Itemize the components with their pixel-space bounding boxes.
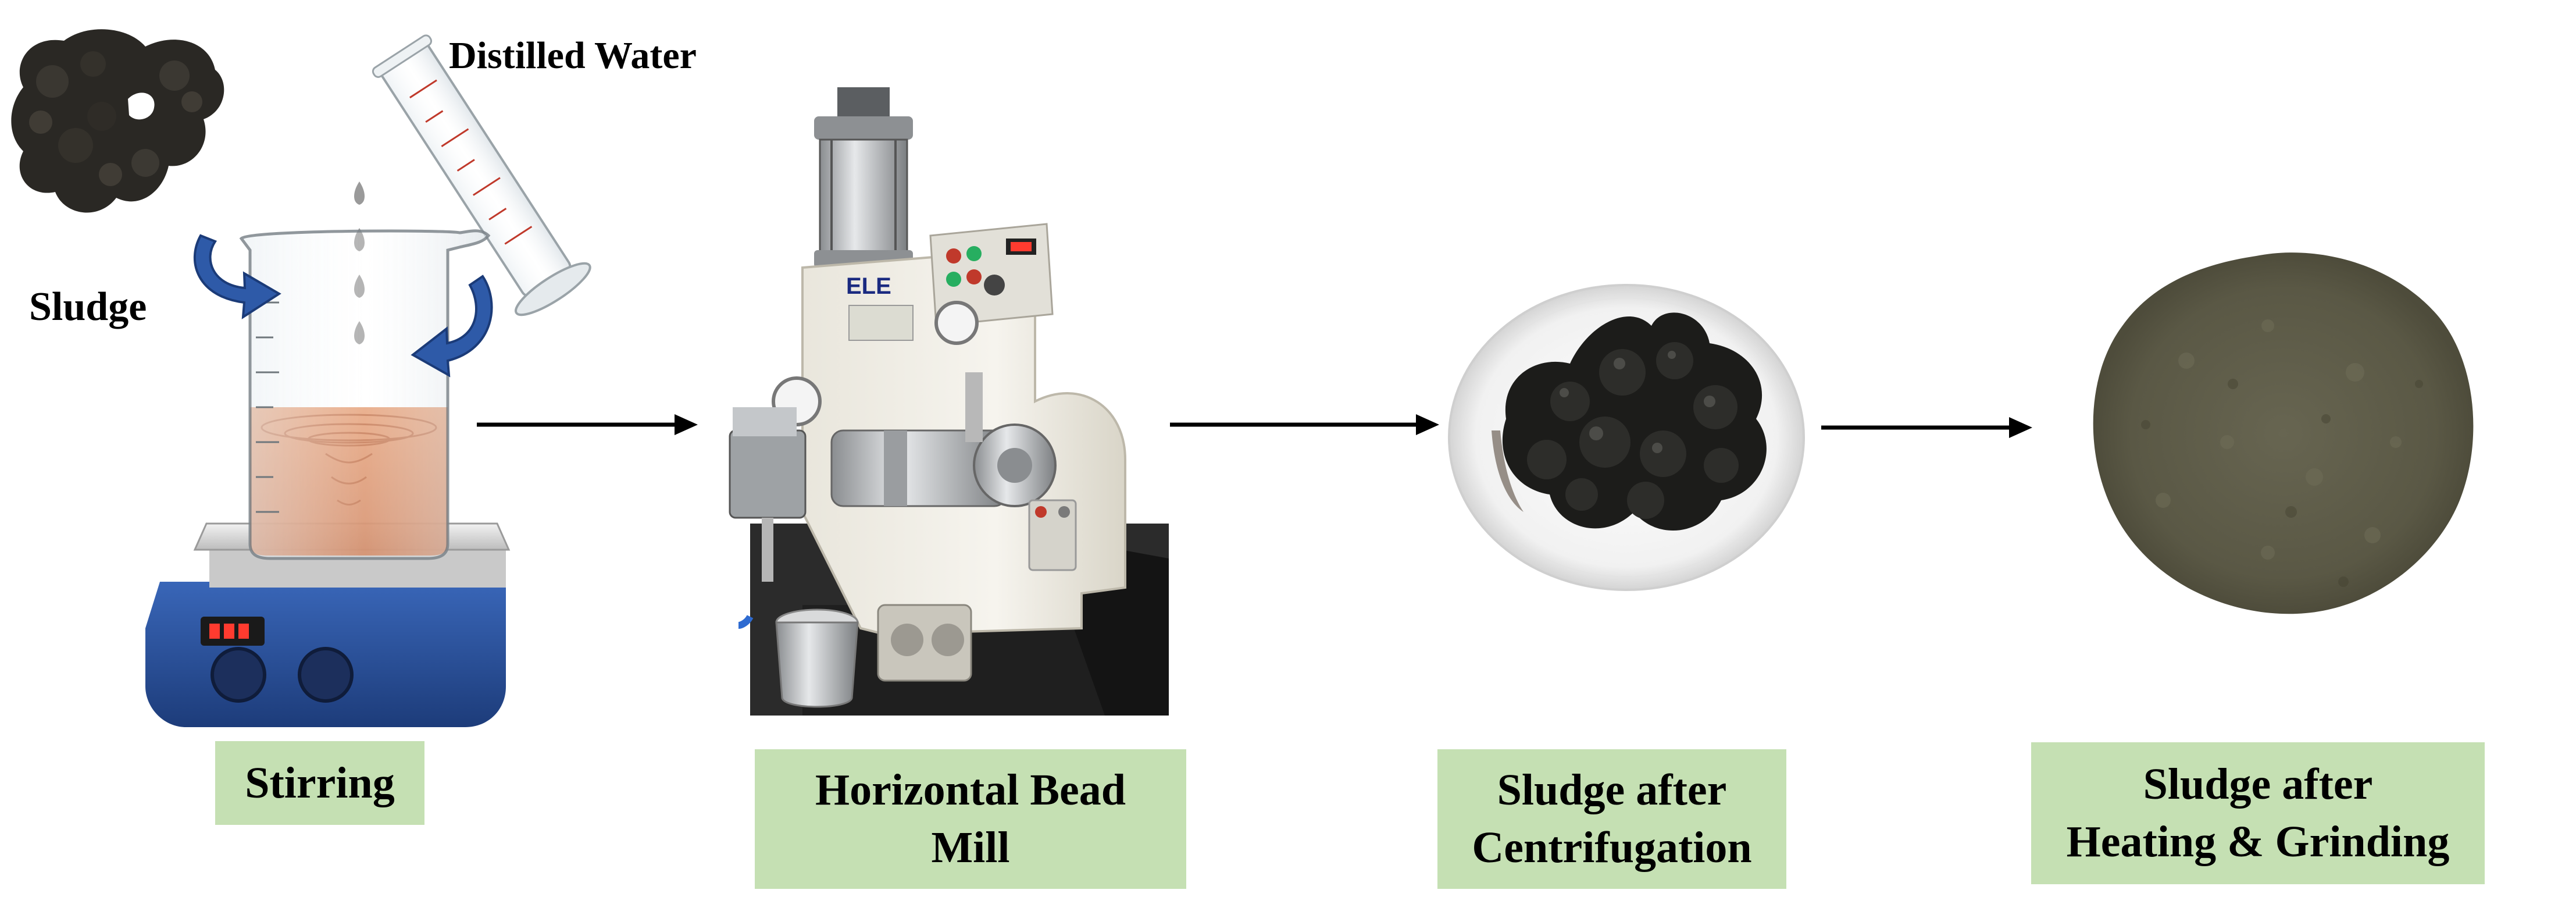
step-label-centrifugation-line1: Sludge after xyxy=(1497,761,1727,819)
step-label-bead-mill-line2: Mill xyxy=(931,819,1009,877)
step-label-stirring: Stirring xyxy=(215,741,424,825)
step-label-heating-grinding-line2: Heating & Grinding xyxy=(2067,813,2450,871)
step-label-bead-mill: Horizontal Bead Mill xyxy=(755,749,1186,889)
step-label-bead-mill-line1: Horizontal Bead xyxy=(815,761,1126,819)
step-label-centrifugation: Sludge after Centrifugation xyxy=(1437,749,1786,889)
arrow-1 xyxy=(477,414,698,435)
step-label-centrifugation-line2: Centrifugation xyxy=(1472,819,1751,877)
step-label-stirring-text: Stirring xyxy=(245,754,395,812)
arrow-2 xyxy=(1170,414,1439,435)
arrow-3 xyxy=(1821,417,2032,438)
step-label-heating-grinding-line1: Sludge after xyxy=(2143,756,2373,813)
step-label-heating-grinding: Sludge after Heating & Grinding xyxy=(2031,742,2485,884)
